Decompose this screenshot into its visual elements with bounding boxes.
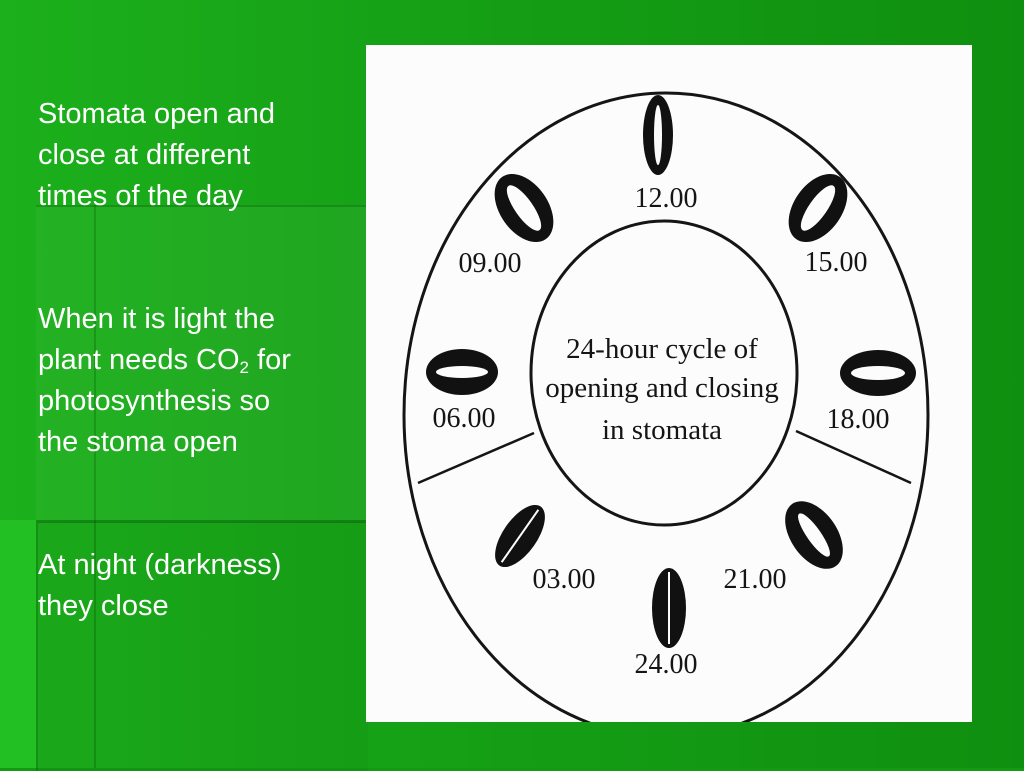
background-panel (36, 520, 368, 771)
center-label-line: opening and closing (545, 372, 779, 404)
background-accent-strip (0, 520, 36, 768)
stoma-icon-closed (652, 568, 686, 648)
time-label-2100: 21.00 (724, 564, 787, 595)
text-line: close at different (38, 139, 251, 171)
text-line: they close (38, 590, 169, 622)
text-line: Stomata open and (38, 98, 276, 130)
stoma-icon-closing (785, 501, 843, 569)
stoma-icon-partly-open (840, 350, 916, 396)
time-label-0300: 03.00 (533, 564, 596, 595)
text-stomata-timing: Stomata open and close at different time… (38, 94, 338, 217)
center-label-line: in stomata (602, 414, 722, 446)
outer-ring (402, 91, 930, 722)
stoma-icon-closed (495, 504, 545, 568)
stoma-icon-open (494, 173, 554, 243)
text-line: for (248, 344, 291, 376)
time-label-1200: 12.00 (635, 183, 698, 214)
text-light-photosynthesis: When it is light the plant needs CO2 for… (38, 299, 358, 463)
stomata-cycle-diagram: 12.00 15.00 18.00 21.00 24.00 03.00 06.0… (402, 91, 930, 722)
stoma-icon-open (643, 95, 673, 175)
time-label-1500: 15.00 (805, 247, 868, 278)
center-label-line: 24-hour cycle of (566, 333, 758, 365)
text-line: When it is light the (38, 303, 275, 335)
time-label-0900: 09.00 (459, 248, 522, 279)
divider-line-left (417, 431, 535, 485)
text-line: photosynthesis so (38, 385, 271, 417)
stomata-cycle-figure: 12.00 15.00 18.00 21.00 24.00 03.00 06.0… (366, 45, 972, 722)
stoma-icon-partly-open (426, 349, 498, 395)
time-label-1800: 18.00 (827, 404, 890, 435)
background-divider (94, 205, 96, 768)
inner-circle (529, 219, 799, 527)
text-line: At night (darkness) (38, 549, 282, 581)
divider-line-right (795, 429, 912, 485)
text-line: plant needs CO (38, 344, 240, 376)
time-label-2400: 24.00 (635, 649, 698, 680)
text-line: times of the day (38, 180, 243, 212)
stoma-icon-open (788, 173, 848, 243)
text-line: the stoma open (38, 426, 238, 458)
text-night-close: At night (darkness) they close (38, 545, 338, 627)
time-label-0600: 06.00 (433, 403, 496, 434)
subscript: 2 (239, 358, 249, 377)
background-panel (36, 205, 366, 522)
